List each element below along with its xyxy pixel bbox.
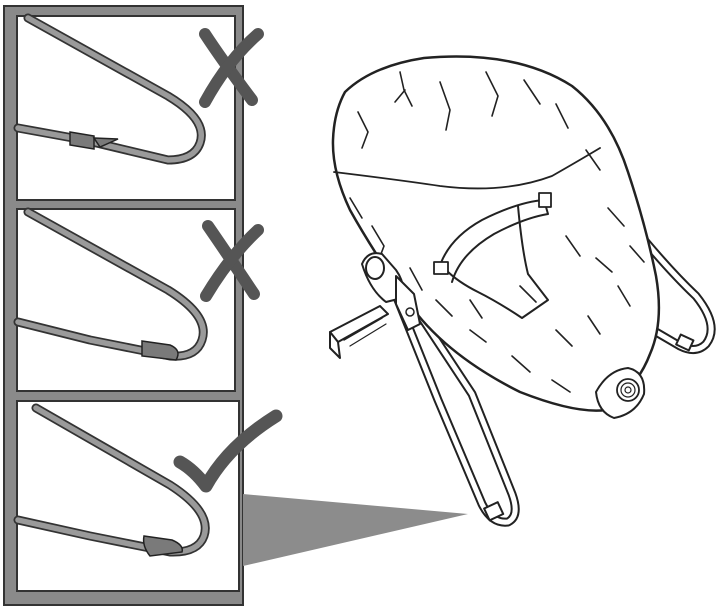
front-foot-clip [483,501,505,522]
fabric-wrinkles [349,71,645,393]
vibration-unit-icon [595,367,646,419]
front-frame-wire [393,295,520,527]
bouncer-illustration [329,55,716,527]
panel-background [16,208,236,392]
wire-frame-end [13,13,206,165]
panel-correct-bottom [13,400,283,592]
rear-foot-cap [675,333,695,352]
instruction-strip [3,5,283,606]
panel-incorrect-middle [13,207,264,392]
pivot-hinge [361,252,421,331]
clip-piece [142,535,184,557]
callout-pointer [243,494,468,566]
clip-piece [141,340,179,361]
panel-background [16,400,240,592]
cross-mark-icon [200,220,264,302]
panel-incorrect-top [13,13,264,201]
check-mark-icon [173,409,283,493]
harness-strap [433,192,552,319]
cross-mark-icon [199,28,264,108]
clip-piece [69,131,119,150]
support-bar [329,305,389,359]
panel-background [16,15,236,201]
